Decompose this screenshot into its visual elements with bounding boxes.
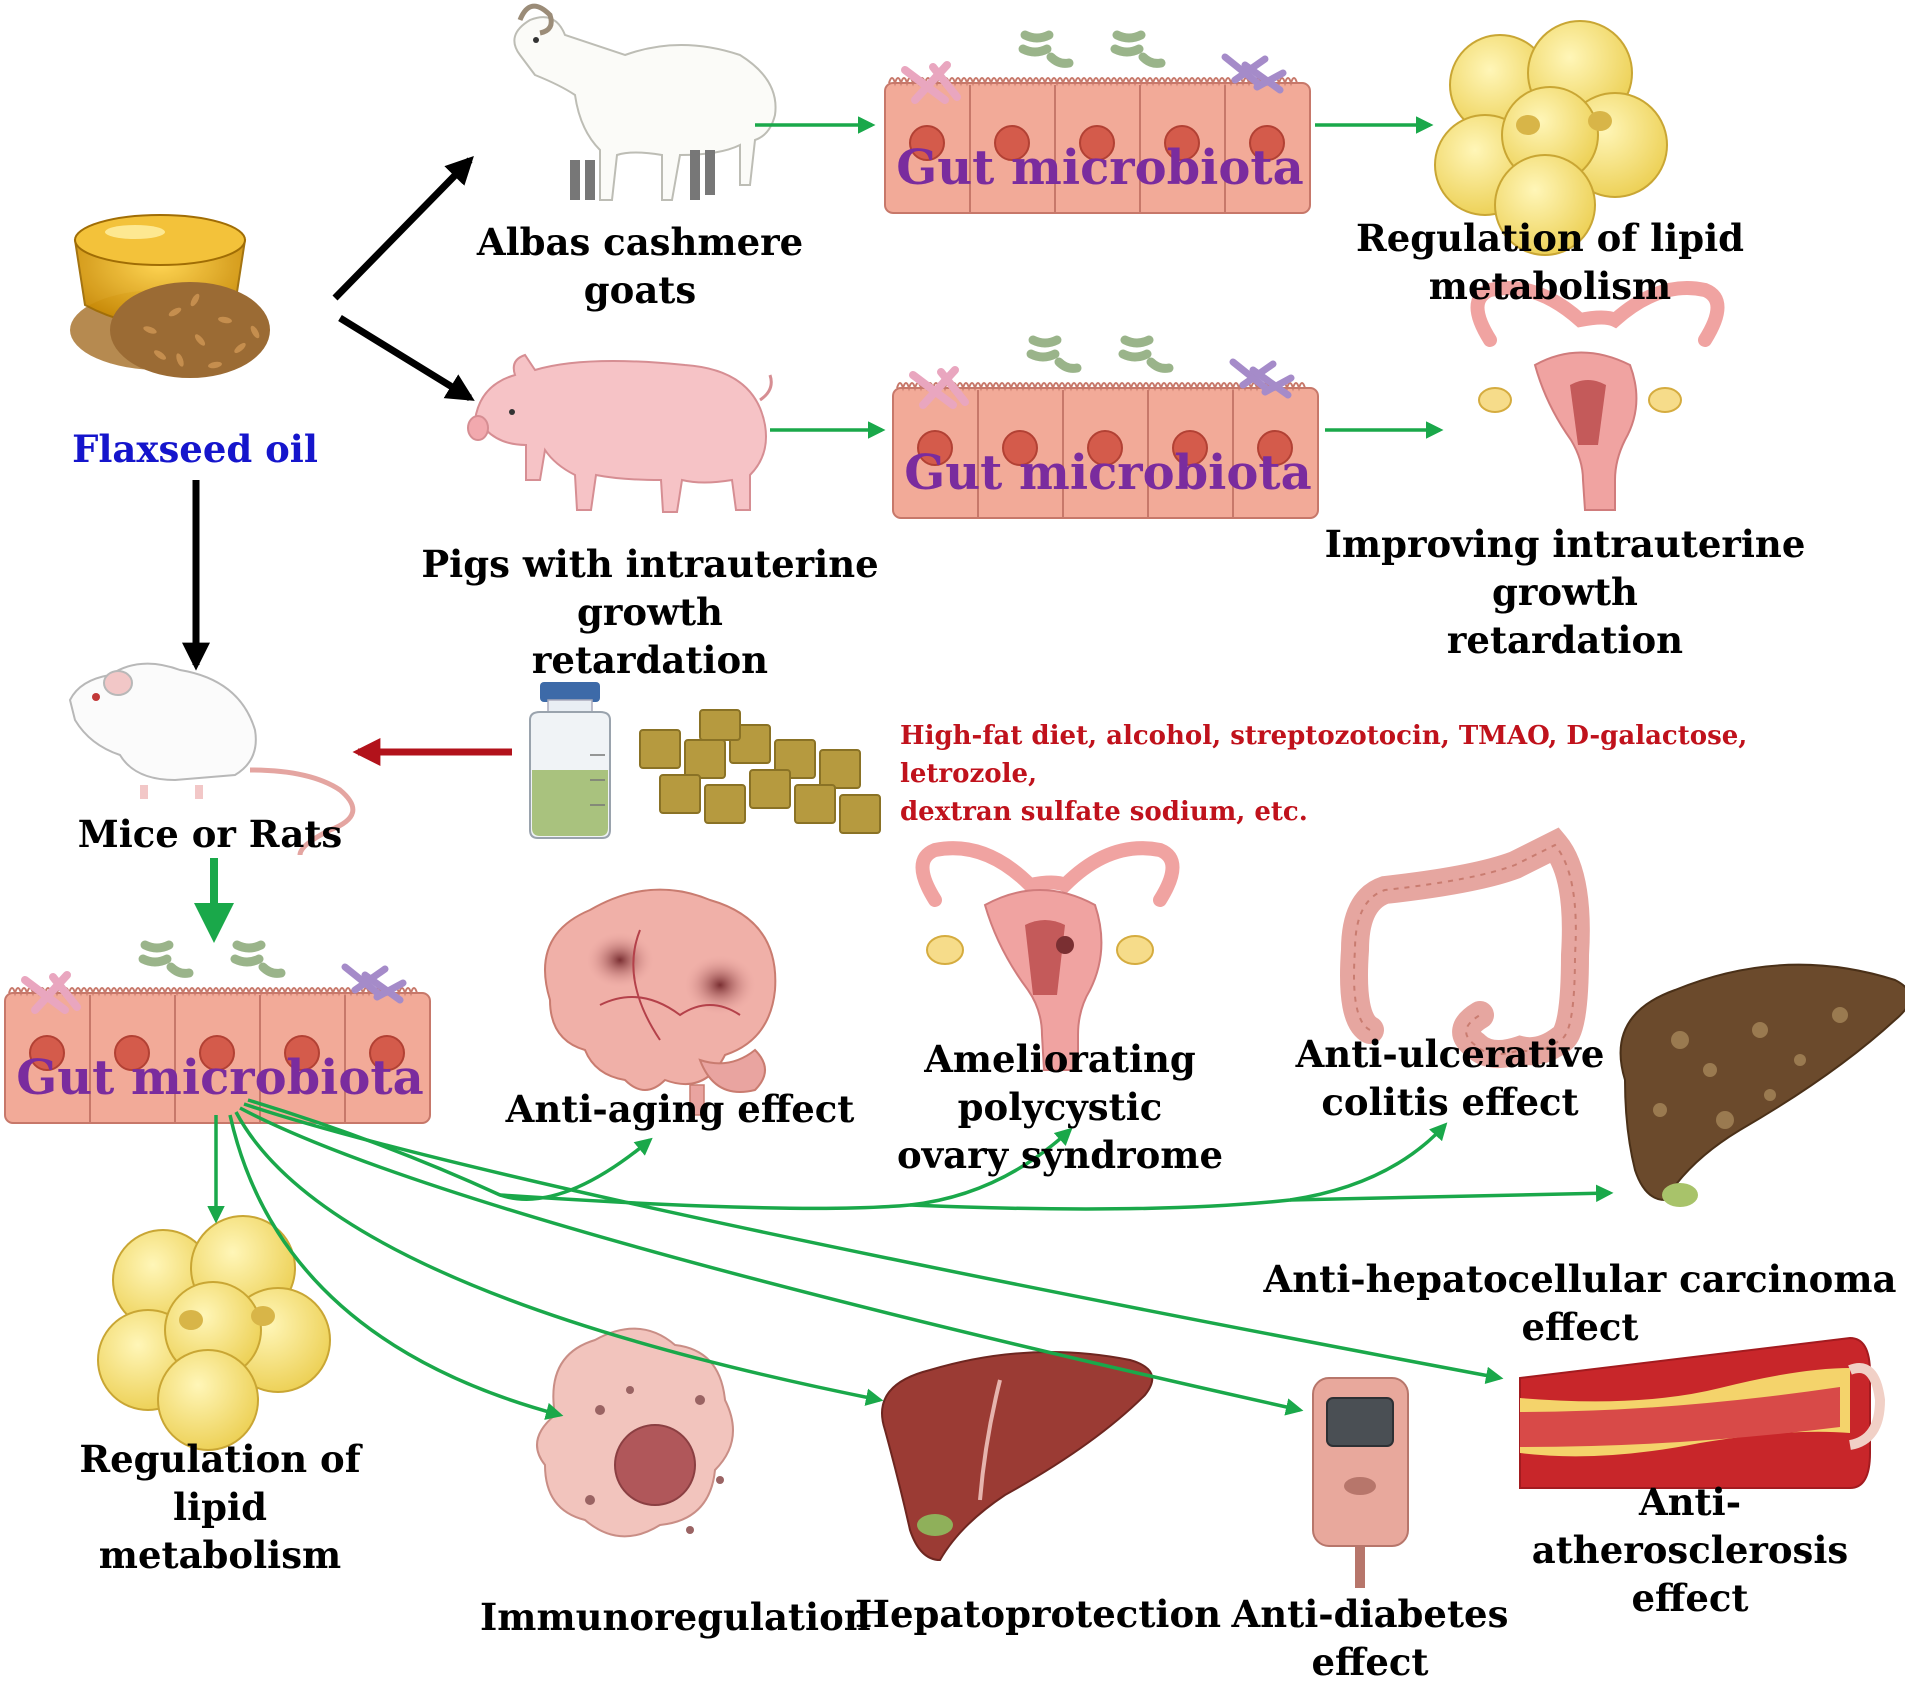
effect-colitis-label: Anti-ulcerative colitis effect [1295, 1032, 1605, 1124]
flaxseed-oil-diagram: Flaxseed oil Albas cashmere goats Gut mi… [0, 3, 1905, 1684]
pig-label: Pigs with intrauterine growth retardatio… [421, 542, 879, 682]
mouse-icon [68, 662, 356, 856]
brain-icon [544, 888, 777, 1116]
goat-label: Albas cashmere goats [476, 220, 804, 312]
effect-immuno-label: Immunoregulation [480, 1595, 871, 1639]
fat-cells-icon-lower [97, 1215, 331, 1451]
green-arrows [194, 116, 1614, 1420]
uterus-pcos-icon [915, 841, 1180, 1071]
effect-hcc-label: Anti-hepatocellular carcinoma effect [1263, 1257, 1897, 1349]
arrow-athero [243, 1102, 1504, 1385]
effect-lipid-label: Regulation of lipid metabolism [79, 1437, 361, 1577]
colon-icon [1340, 827, 1590, 1068]
gut-microbiota-rodent-label: Gut microbiota [16, 1050, 424, 1106]
feed-pellets-icon [639, 709, 881, 834]
gut-microbiota-pig-label: Gut microbiota [904, 445, 1312, 501]
artery-icon [1519, 1336, 1886, 1489]
goat-icon [513, 3, 777, 201]
rodent-label: Mice or Rats [77, 812, 343, 856]
arrow-immuno [228, 1114, 564, 1420]
arrow-pcos [499, 1127, 1073, 1211]
arrow-to-goat [332, 155, 474, 301]
goat-outcome-label: Regulation of lipid metabolism [1355, 216, 1745, 308]
effect-pcos-label: Ameliorating polycystic ovary syndrome [897, 1037, 1223, 1177]
flaxseed-oil-bowl-icon [70, 214, 270, 378]
effect-diabetes-label: Anti-diabetes effect [1231, 1592, 1509, 1684]
gut-microbiota-goat-label: Gut microbiota [896, 140, 1304, 196]
glucose-meter-icon [1312, 1377, 1409, 1588]
immune-cell-icon [536, 1327, 734, 1538]
liver-cancer-icon [1619, 963, 1905, 1207]
arrow-hcc [1289, 1184, 1614, 1203]
uterus-icon [1470, 281, 1725, 511]
liver-icon [881, 1351, 1154, 1562]
pig-icon [467, 353, 773, 513]
effect-hepato-label: Hepatoprotection [855, 1592, 1222, 1636]
arrow-hepato [234, 1111, 884, 1406]
inducers-label: High-fat diet, alcohol, streptozotocin, … [900, 721, 1748, 827]
bottle-icon [529, 682, 611, 839]
arrow-aging [247, 1098, 653, 1201]
arrow-colitis [909, 1122, 1448, 1211]
flaxseed-oil-label: Flaxseed oil [72, 427, 318, 471]
arrow-diabetes [239, 1106, 1304, 1416]
arrow-to-pig [338, 315, 475, 401]
effect-athero-label: Anti-atherosclerosis effect [1531, 1480, 1849, 1620]
diagram-canvas [0, 3, 1905, 1588]
pig-outcome-label: Improving intrauterine growth retardatio… [1324, 522, 1806, 662]
effect-aging-label: Anti-aging effect [505, 1087, 855, 1131]
